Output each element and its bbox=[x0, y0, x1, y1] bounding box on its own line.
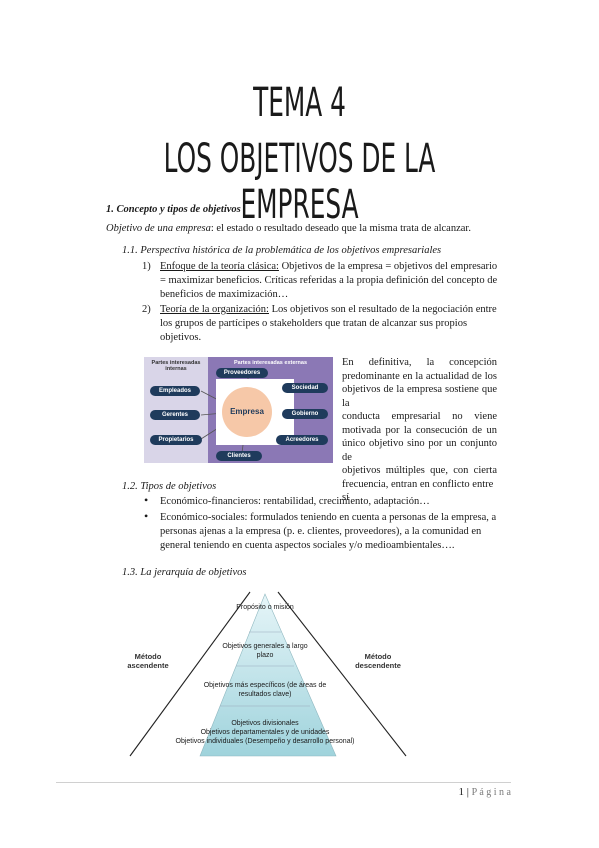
page-label: P á g i n a bbox=[471, 787, 511, 798]
bullet-1-marker: • bbox=[144, 493, 149, 507]
footer-separator: | bbox=[466, 786, 469, 798]
pyramid-level-3: Objetivos más específicos (de áreas de r… bbox=[203, 682, 327, 698]
bullet-1-values: rentabilidad, crecimiento, adaptación… bbox=[263, 496, 430, 507]
footer-divider bbox=[56, 782, 511, 783]
bullet-2-line3: general teniendo en cuenta aspectos soci… bbox=[160, 540, 455, 551]
node-internal-0: Empleados bbox=[150, 386, 200, 396]
list-item-2-text: Los objetivos son el resultado de la neg… bbox=[268, 304, 497, 315]
bullet-1: Económico-financieros: rentabilidad, cre… bbox=[160, 495, 430, 509]
conclusion-line: objetivos de la empresa sostiene que la bbox=[342, 384, 497, 409]
bullet-1-label: Económico-financieros: bbox=[160, 496, 264, 507]
node-internal-2: Propietarios bbox=[150, 435, 202, 445]
node-external-3: Acreedores bbox=[276, 435, 328, 445]
subsection-heading-1-1: 1.1. Perspectiva histórica de la problem… bbox=[122, 245, 442, 256]
page-title-line2: LOS OBJETIVOS DE LA EMPRESA bbox=[163, 136, 436, 228]
node-external-1: Sociedad bbox=[282, 383, 328, 393]
node-internal-1: Gerentes bbox=[150, 410, 200, 420]
list-item-1-text: Objetivos de la empresa = objetivos del … bbox=[278, 261, 498, 272]
definition-term: Objetivo de una empresa bbox=[106, 223, 211, 234]
conclusion-line: único objetivo sino por un conjunto de bbox=[342, 438, 497, 463]
method-ascending-label: Método ascendente bbox=[127, 652, 169, 670]
bullet-2-line2: personas ajenas a la empresa (p. e. clie… bbox=[160, 526, 482, 537]
pyramid-level-4: Objetivos divisionales bbox=[231, 720, 299, 727]
conclusion-line: predominante en la actualidad de los bbox=[342, 370, 497, 382]
conclusion-line: frecuencia, entran en conflicto entre sí bbox=[342, 478, 494, 504]
page-number: 1 bbox=[458, 786, 464, 798]
internal-header: Partes interesadas internas bbox=[151, 360, 201, 372]
list-item-2-term: Teoría de la organización: bbox=[160, 304, 269, 315]
pyramid-level-5: Objetivos departamentales y de unidades bbox=[200, 729, 330, 736]
conclusion-paragraph: En definitiva, la concepción predominant… bbox=[342, 356, 497, 505]
list-item-1-line2: = maximizar beneficios. Críticas referid… bbox=[160, 275, 498, 286]
stakeholders-diagram: Partes interesadas internas Partes inter… bbox=[144, 357, 333, 463]
pyramid-level-2: Objetivos generales a largo plazo bbox=[222, 643, 308, 659]
conclusion-line: En definitiva, la concepción bbox=[342, 357, 497, 368]
pyramid-level-6: Objetivos individuales (Desempeño y desa… bbox=[175, 738, 355, 745]
list-item-1-number: 1) bbox=[142, 261, 151, 272]
subsection-heading-1-2: 1.2. Tipos de objetivos bbox=[122, 481, 217, 492]
page-footer: 1 | P á g i n a bbox=[458, 786, 511, 798]
bullet-2-marker: • bbox=[144, 509, 149, 523]
node-external-0: Proveedores bbox=[216, 368, 268, 378]
conclusion-line: motivada por la consecución de un bbox=[342, 424, 497, 436]
list-item-1-line3: beneficios de maximización… bbox=[160, 289, 289, 300]
page-title-line1: TEMA 4 bbox=[253, 80, 346, 126]
definition: Objetivo de una empresa: el estado o res… bbox=[106, 222, 471, 236]
node-external-4: Clientes bbox=[216, 451, 262, 461]
node-external-2: Gobierno bbox=[282, 409, 328, 419]
section-heading: 1. Concepto y tipos de objetivos bbox=[106, 204, 241, 215]
center-node: Empresa bbox=[222, 387, 272, 437]
list-item-1-term: Enfoque de la teoría clásica: bbox=[160, 261, 279, 272]
list-item-2-line1: Teoría de la organización: Los objetivos… bbox=[160, 303, 497, 317]
list-item-2-line3: objetivos. bbox=[160, 332, 202, 343]
list-item-1-line1: Enfoque de la teoría clásica: Objetivos … bbox=[160, 260, 516, 274]
pyramid-level-1: Propósito o misión bbox=[236, 604, 294, 611]
subsection-heading-1-3: 1.3. La jerarquía de objetivos bbox=[122, 567, 247, 578]
pyramid-graphic bbox=[129, 591, 407, 757]
objectives-pyramid: Método ascendente Método descendente Pro… bbox=[122, 588, 412, 763]
list-item-2-line2: los grupos de partícipes o stakeholders … bbox=[160, 318, 468, 329]
external-header: Partes interesadas externas bbox=[233, 360, 308, 366]
conclusion-line: conducta empresarial no viene bbox=[342, 411, 497, 422]
list-item-2-number: 2) bbox=[142, 304, 151, 315]
bullet-2-line1: Económico-sociales: formulados teniendo … bbox=[160, 512, 497, 523]
conclusion-line: objetivos múltiples que, con cierta bbox=[342, 465, 497, 476]
method-descending-label: Método descendente bbox=[355, 652, 401, 670]
definition-text: : el estado o resultado deseado que la m… bbox=[210, 223, 471, 234]
